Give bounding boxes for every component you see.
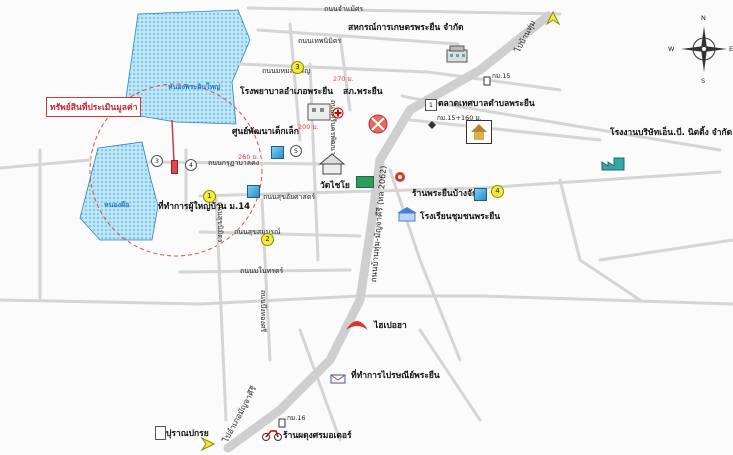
big-pond-label: หนองพระอินใหญ่ — [168, 83, 221, 91]
km16-icon — [278, 413, 286, 432]
shop-label: ร้านพระยืนบ้างจัก — [412, 189, 478, 199]
temple-sign-icon — [356, 176, 374, 188]
km15-label: กม.15 — [492, 72, 511, 80]
small-pond-area — [79, 141, 159, 241]
police-label: สภ.พระยืน — [343, 87, 383, 97]
distance-260: 260 ม. — [238, 153, 259, 161]
compass-west: W — [668, 45, 675, 53]
compass-south: S — [701, 77, 706, 85]
gas-station-icon — [394, 168, 406, 187]
km15-160-label: กม.15+160 ม. — [437, 114, 482, 122]
school-label: โรงเรียนชุมชนพระยืน — [420, 212, 501, 222]
village-office-cube-icon — [247, 185, 260, 198]
cooperative-label: สหกรณ์การเกษตรพระยืน จำกัด — [348, 23, 464, 33]
market-label: ตลาดเทศบาลตำบลพระยืน — [438, 99, 535, 109]
temple-label: วัดไชโย — [320, 181, 350, 191]
north-arrow-icon — [545, 10, 561, 30]
compass — [677, 14, 731, 84]
compass-east: E — [729, 45, 733, 53]
big-pond-area — [125, 9, 251, 125]
distance-270: 270 ม. — [333, 75, 354, 83]
km16-label: กม.16 — [287, 414, 306, 422]
road-south1: ถนนสุขสมบูรณ์ — [234, 228, 281, 236]
distance-200: 200 ม. — [298, 123, 319, 131]
marker-yellow-4: 4 — [491, 185, 504, 198]
police-icon — [366, 112, 390, 140]
temple-icon — [318, 152, 346, 180]
marker-white-5: 5 — [290, 145, 302, 157]
shop-cube-icon — [474, 188, 487, 201]
marker-white-4: 4 — [185, 159, 197, 171]
km15-icon — [483, 71, 491, 90]
small-pond-label: หนองผือ — [104, 201, 130, 209]
bus-stop-icon — [155, 426, 166, 440]
road-top: ถนนจำแม้ศร — [324, 5, 364, 13]
factory-label: โรงงานบริษัทเอ็น.บี. นิตติ้ง จำกัด — [610, 128, 733, 138]
marker-white-1: 1 — [425, 99, 437, 111]
km15-160-icon — [428, 114, 436, 133]
road-centre: ถนนสุขอัยศาสตร์ — [263, 193, 316, 201]
motorbike-icon — [262, 426, 282, 445]
subject-callout: ทรัพย์สินที่ประเมินมูลค่า — [46, 97, 142, 117]
road-south2: ถนนมในทรดร์ — [240, 267, 284, 275]
village-office-label: ที่ทำการผู้ใหญ่บ้าน ม.14 — [158, 202, 251, 212]
radius-circle — [89, 83, 263, 257]
honda-logo-icon — [344, 314, 370, 336]
south-arrow-icon — [200, 436, 216, 455]
post-office-label: ที่ทำการไปรษณีย์พระยืน — [351, 371, 440, 381]
marker-yellow-2: 2 — [261, 233, 274, 246]
post-office-icon — [330, 370, 346, 389]
road-vert-b: ถนนบึงทองศรี — [259, 290, 267, 333]
child-center-label: ศูนย์พัฒนาเด็กเล็ก — [232, 127, 299, 137]
child-center-cube-icon — [271, 146, 284, 159]
road-mid: ถนนกรุฏาบาลคง — [208, 159, 260, 167]
factory-icon — [600, 156, 626, 176]
hospital-icon — [306, 100, 332, 126]
cooperative-icon — [445, 44, 469, 68]
marker-yellow-1: 1 — [203, 190, 216, 203]
subject-marker — [171, 160, 178, 174]
hospital-badge-icon — [332, 104, 344, 123]
road-nw2: ถนนมหมลเจริญ — [262, 67, 311, 75]
hospital-label: โรงพยาบาลอำเภอพระยืน — [240, 87, 334, 97]
motor-shop-label: ร้านผดุงศรมอเตอร์ — [283, 431, 352, 441]
marker-yellow-3: 3 — [291, 61, 304, 74]
marker-white-3: 3 — [151, 155, 163, 167]
honda-label: ไฮเปอฮา — [374, 321, 407, 331]
bus-stop-label: ปุราณปกรย — [166, 429, 209, 439]
market-icon — [466, 120, 492, 144]
compass-north: N — [701, 14, 706, 22]
school-icon — [396, 206, 418, 226]
highway-road — [223, 11, 553, 453]
road-nw1: ถนนเทพนิมิตร — [298, 37, 342, 45]
